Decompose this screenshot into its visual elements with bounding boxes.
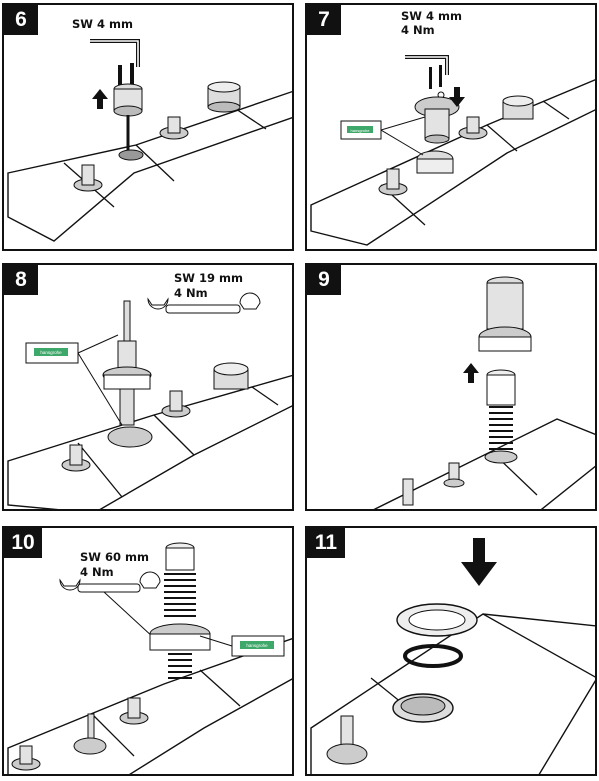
- tube-brand: hansgrohe: [246, 643, 268, 648]
- step-number: 9: [307, 265, 341, 295]
- step-8-illustration: hansgrohe: [7, 292, 292, 509]
- hex-key-icon: [90, 39, 140, 67]
- fitting: [61, 444, 91, 472]
- step-11-panel: 11: [305, 526, 597, 776]
- step-6-illustration: [7, 39, 292, 242]
- cap: [213, 362, 249, 390]
- torque-label: 4 Nm: [80, 565, 114, 579]
- wall-tiles: [7, 90, 292, 242]
- fitting: [159, 116, 189, 140]
- hex-key-icon: [405, 55, 449, 75]
- step-6-panel: 6 SW 4 mm: [2, 3, 294, 251]
- tool-size-label: SW 4 mm: [401, 9, 462, 23]
- step-9-illustration: [373, 276, 595, 509]
- fitting: [378, 168, 408, 196]
- open-wrench-icon: [59, 571, 161, 639]
- valve-body: [478, 276, 532, 352]
- tool-size-label: SW 4 mm: [72, 17, 133, 31]
- tool-size-label: SW 60 mm: [80, 550, 149, 564]
- grease-tube-icon: hansgrohe: [25, 334, 123, 426]
- extension-sleeve: [484, 369, 518, 464]
- screws: [429, 65, 445, 99]
- torque-label: 4 Nm: [401, 23, 435, 37]
- valve-body: [113, 63, 144, 161]
- valve-body: [73, 713, 107, 755]
- valve-body: [414, 96, 460, 174]
- tube-brand: hansgrohe: [351, 128, 371, 133]
- arrow-down-icon: [461, 538, 497, 586]
- valve-body: [102, 300, 153, 448]
- arrow-up-icon: [463, 363, 479, 383]
- fitting: [73, 164, 103, 192]
- step-8-panel: 8 SW 19 mm 4 Nm hansgrohe: [2, 263, 294, 511]
- fitting: [443, 462, 465, 488]
- fitting: [119, 697, 149, 725]
- step-9-panel: 9: [305, 263, 597, 511]
- wall-tiles: [373, 418, 595, 509]
- cap: [502, 95, 534, 120]
- cap: [207, 81, 241, 113]
- step-number: 8: [4, 265, 38, 295]
- grease-tube-icon: hansgrohe: [340, 116, 426, 156]
- grease-tube-icon: hansgrohe: [199, 635, 285, 657]
- fitting: [402, 478, 414, 506]
- cover-ring: [396, 603, 478, 637]
- step-7-panel: 7 SW 4 mm 4 Nm: [305, 3, 597, 251]
- step-7-illustration: hansgrohe: [310, 55, 595, 246]
- fitting: [161, 390, 191, 418]
- open-wrench-icon: [147, 292, 261, 314]
- step-number: 11: [307, 528, 345, 558]
- valve-body: [326, 715, 368, 765]
- wall-tiles: [7, 637, 292, 774]
- extension-sleeve: [149, 542, 211, 679]
- torque-label: 4 Nm: [174, 286, 208, 300]
- tube-brand: hansgrohe: [40, 350, 62, 355]
- arrow-up-icon: [92, 89, 108, 109]
- o-ring: [403, 644, 463, 668]
- fitting: [11, 745, 41, 771]
- step-10-illustration: hansgrohe: [7, 542, 292, 774]
- wall-tiles: [7, 374, 292, 509]
- step-number: 6: [4, 5, 38, 35]
- step-11-illustration: [310, 538, 595, 774]
- step-number: 7: [307, 5, 341, 35]
- step-10-panel: 10 SW 60 mm 4 Nm hansgrohe: [2, 526, 294, 776]
- tool-size-label: SW 19 mm: [174, 271, 243, 285]
- arrow-down-icon: [449, 87, 465, 107]
- flange: [392, 693, 454, 723]
- step-number: 10: [4, 528, 42, 558]
- fitting: [458, 116, 488, 140]
